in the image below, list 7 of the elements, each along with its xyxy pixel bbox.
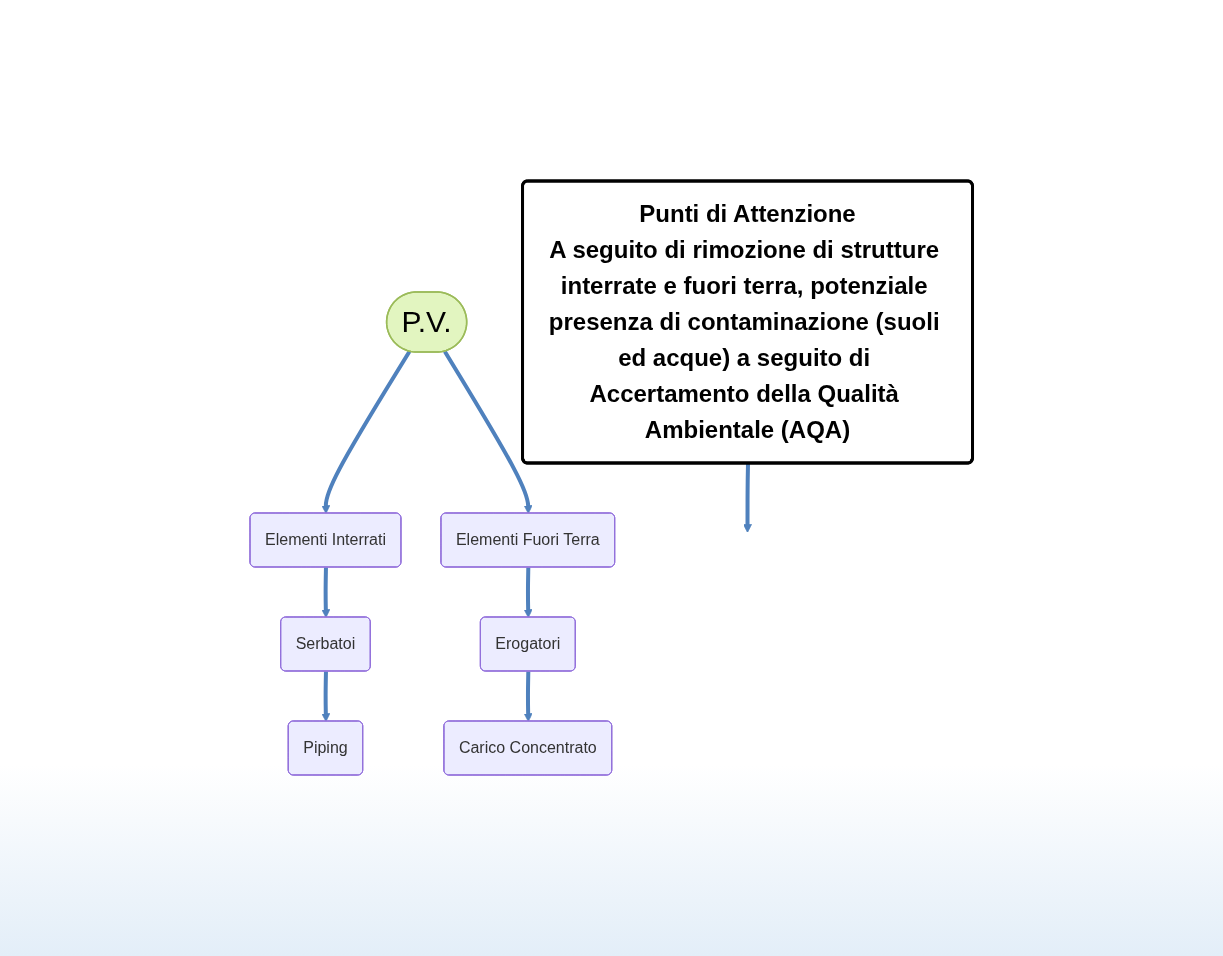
- arrow: [443, 350, 533, 514]
- arrow: [321, 350, 412, 514]
- arrow: [743, 463, 753, 533]
- arrow: [524, 567, 533, 618]
- arrow: [321, 671, 331, 722]
- arrow: [524, 671, 533, 722]
- arrow: [321, 567, 331, 618]
